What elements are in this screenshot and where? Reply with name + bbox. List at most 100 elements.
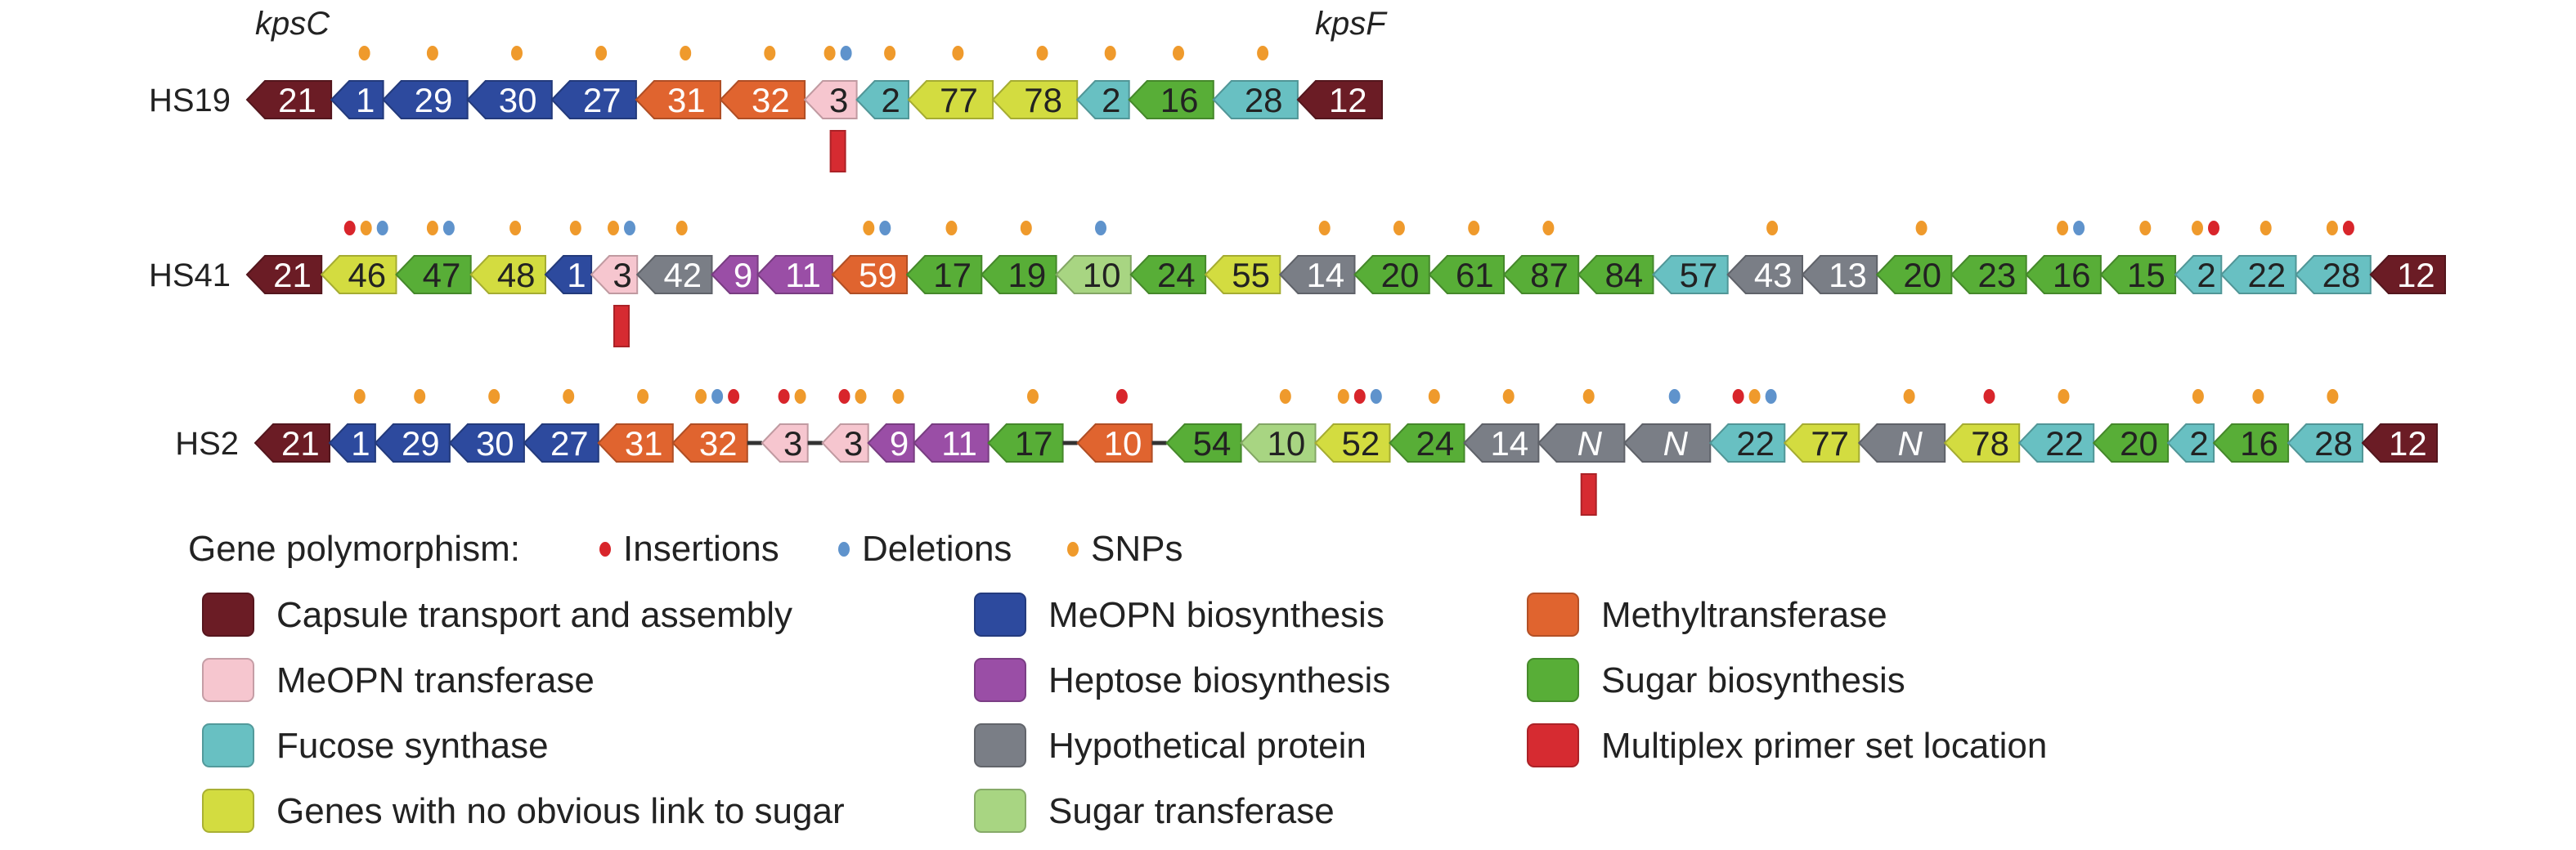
snp-marker [1257, 46, 1269, 60]
gene-label: 22 [1736, 424, 1775, 463]
locus-name: HS19 [149, 83, 231, 119]
snp-marker [353, 389, 366, 404]
snp-marker [2192, 221, 2203, 235]
gene-label: 24 [1157, 256, 1196, 294]
insertion-marker [1353, 389, 1366, 404]
gene-label: 3 [613, 256, 631, 294]
snp-marker [1428, 389, 1440, 404]
gene-label: 30 [499, 81, 537, 119]
legend-swatch [974, 658, 1026, 702]
deletion-marker [1095, 221, 1106, 235]
legend-swatch [202, 789, 254, 833]
snp-marker [1104, 46, 1116, 60]
deletion-legend-marker [838, 542, 850, 557]
gene-label: 78 [1024, 81, 1062, 119]
gene-label: 43 [1754, 256, 1793, 294]
legend-swatch [1527, 723, 1579, 767]
snp-marker [675, 221, 688, 235]
gene-label: 55 [1232, 256, 1270, 294]
gene-label: 31 [625, 424, 663, 463]
polymorphism-legend-label: SNPs [1091, 529, 1183, 569]
legend-swatch [974, 723, 1026, 767]
gene-label: 3 [829, 81, 848, 119]
legend-label: Genes with no obvious link to sugar [276, 791, 845, 831]
gene-label: 22 [2045, 424, 2084, 463]
gene-label: 21 [281, 424, 320, 463]
gene-label: 16 [2240, 424, 2278, 463]
gene-label: 1 [351, 424, 370, 463]
deletion-marker [1765, 389, 1777, 404]
insertion-marker [2342, 221, 2354, 235]
deletion-marker [376, 221, 388, 235]
deletion-marker [840, 46, 852, 60]
snp-marker [863, 221, 875, 235]
gene-arrow [2361, 423, 2438, 463]
snp-marker [1915, 221, 1928, 235]
snp-marker [426, 46, 438, 60]
primer-location-marker [829, 130, 846, 172]
legend-item-primer: Multiplex primer set location [1527, 723, 2047, 767]
snp-marker [2260, 221, 2272, 235]
gene-label: 28 [1245, 81, 1283, 119]
gene-label: 11 [941, 424, 977, 463]
gene-label: 84 [1604, 256, 1643, 294]
kpsc-label: kpsC [255, 6, 330, 42]
insertion-legend-marker [599, 542, 611, 557]
deletion-marker [1370, 389, 1382, 404]
snp-marker [358, 46, 370, 60]
snp-marker [637, 389, 649, 404]
polymorphism-legend-label: Deletions [862, 529, 1012, 569]
snp-marker [511, 46, 523, 60]
snp-marker [488, 389, 500, 404]
legend-item-fucose: Fucose synthase [202, 723, 549, 767]
gene-label: 21 [278, 81, 316, 119]
legend-label: MeOPN transferase [276, 660, 595, 700]
legend-item-transport: Capsule transport and assembly [202, 593, 792, 637]
gene-label: 16 [2053, 256, 2091, 294]
legend-label: Sugar transferase [1048, 791, 1335, 831]
gene-label: 15 [2127, 256, 2165, 294]
snp-legend-marker [1067, 542, 1079, 557]
legend-item-sugar_trans: Sugar transferase [974, 789, 1335, 833]
snp-marker [1393, 221, 1405, 235]
snp-marker [764, 46, 776, 60]
gene-label: 22 [2247, 256, 2286, 294]
legend-label: Multiplex primer set location [1601, 726, 2047, 766]
locus-name: HS41 [149, 257, 231, 293]
legend-label: Heptose biosynthesis [1048, 660, 1390, 700]
gene-label: 32 [699, 424, 738, 463]
snp-marker [595, 46, 608, 60]
legend-item-no_link: Genes with no obvious link to sugar [202, 789, 845, 833]
insertion-marker [778, 389, 790, 404]
gene-label: 9 [890, 424, 909, 463]
snp-marker [509, 221, 522, 235]
polymorphism-legend-title: Gene polymorphism: [188, 529, 520, 569]
snp-marker [855, 389, 867, 404]
legend-label: Hypothetical protein [1048, 726, 1367, 766]
gene-label: 2 [882, 81, 900, 119]
snp-marker [1748, 389, 1761, 404]
snp-marker [2139, 221, 2152, 235]
legend-item-heptose: Heptose biosynthesis [974, 658, 1390, 702]
legend-label: Sugar biosynthesis [1601, 660, 1905, 700]
gene-label: 20 [2120, 424, 2158, 463]
snp-marker [1337, 389, 1349, 404]
gene-label: 14 [1306, 256, 1344, 294]
gene-label: 12 [2397, 256, 2435, 294]
snp-marker [1279, 389, 1291, 404]
gene-label: 29 [415, 81, 453, 119]
snp-marker [892, 389, 904, 404]
gene-label: 29 [402, 424, 440, 463]
snp-marker [1173, 46, 1184, 60]
gene-label: 54 [1193, 424, 1232, 463]
snp-marker [1036, 46, 1048, 60]
snp-marker [426, 221, 438, 235]
snp-marker [794, 389, 806, 404]
gene-label: 27 [550, 424, 589, 463]
legend-item-meopn_bio: MeOPN biosynthesis [974, 593, 1384, 637]
gene-label: 1 [356, 81, 375, 119]
legend-label: Methyltransferase [1601, 595, 1887, 635]
snp-marker [2057, 221, 2069, 235]
